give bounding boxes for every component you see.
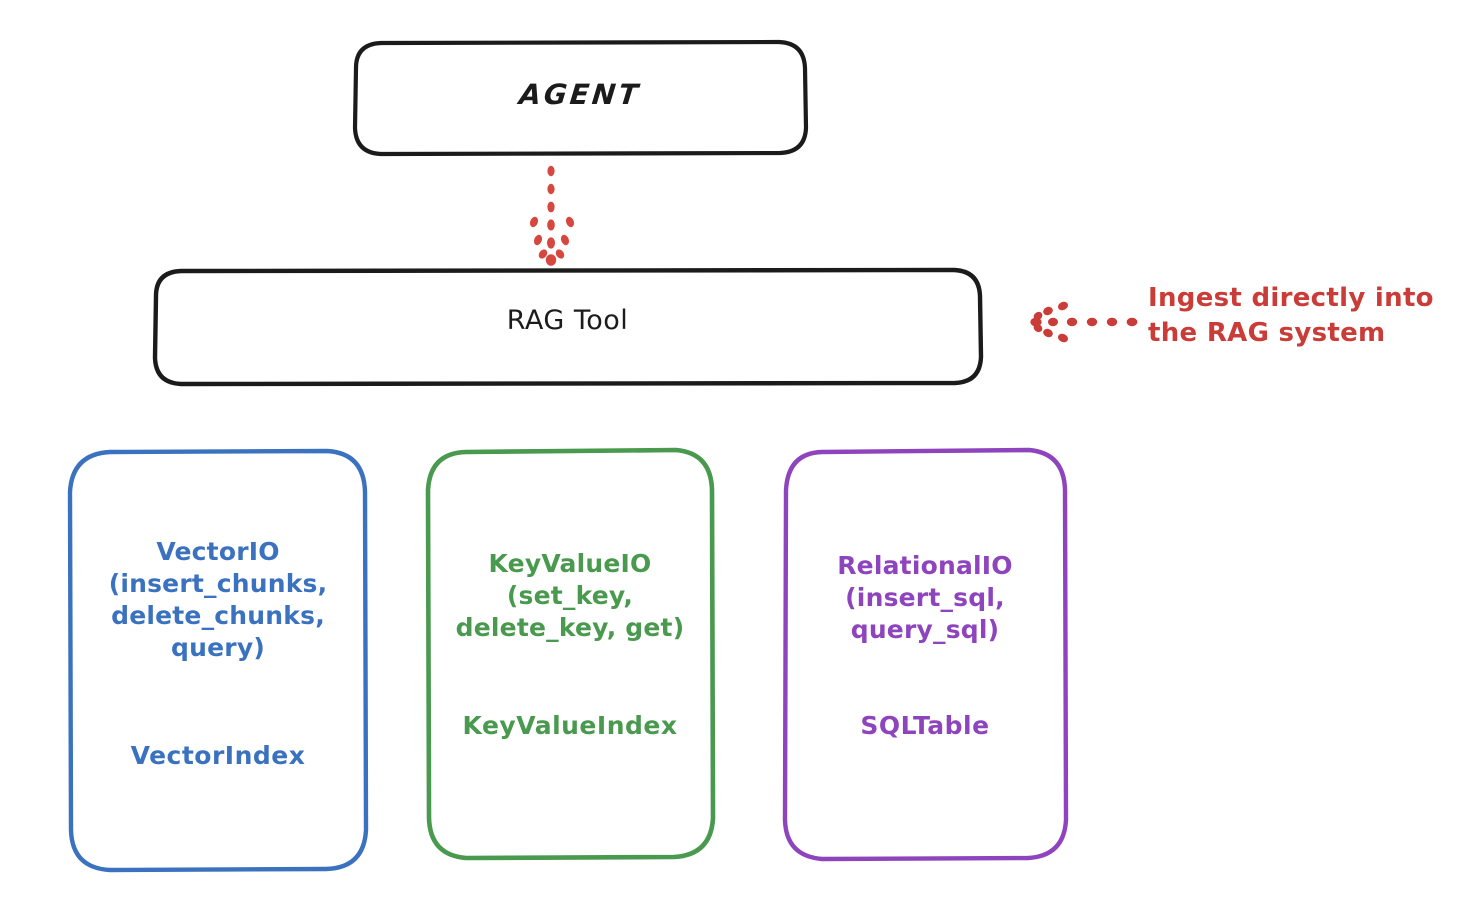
vector-store-box-outline: [67, 448, 369, 873]
ingest-arrow: [1030, 301, 1138, 343]
ingest-annotation-label: Ingest directly into the RAG system: [1148, 283, 1434, 349]
relational-store-box-outline: [782, 447, 1069, 862]
rag-tool-box-outline: [152, 267, 984, 387]
keyvalue-store-box-outline: [425, 447, 716, 861]
agent-box-outline: [352, 39, 809, 157]
agent-to-rag-arrow: [529, 165, 575, 266]
